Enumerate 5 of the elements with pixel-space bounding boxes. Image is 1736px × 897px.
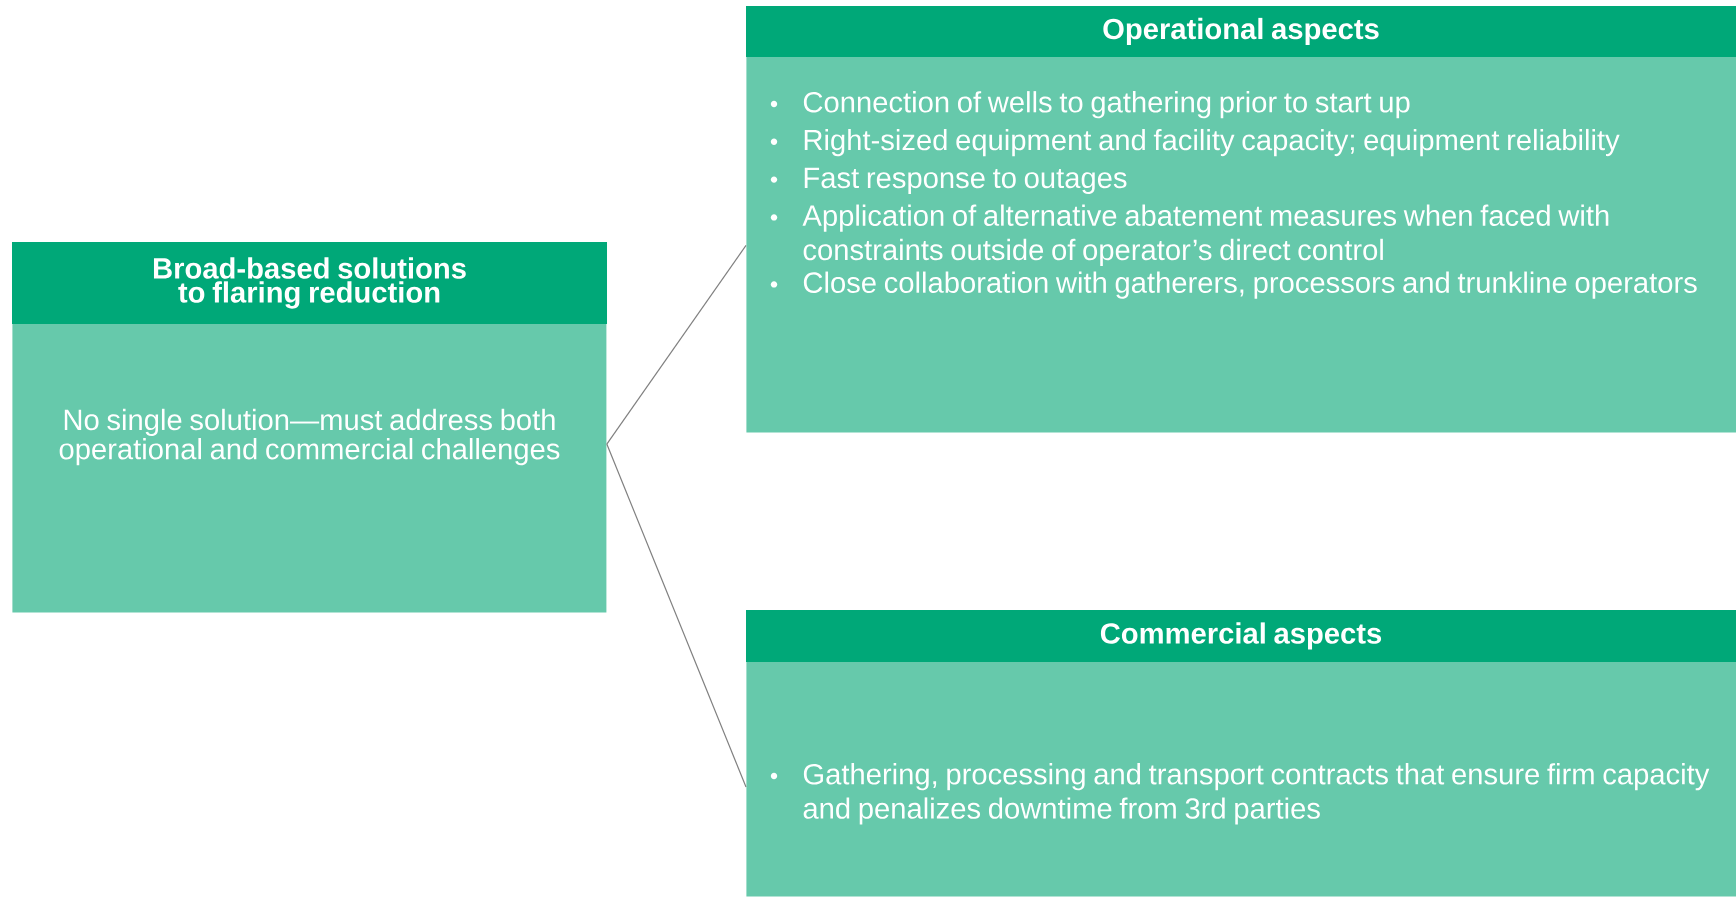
connector-line — [606, 244, 747, 445]
content-card: Broad-based solutions to flaring reduction No single solution—must address both operational and commercial challenges — [12, 242, 607, 613]
content-card: Operational aspects Connection of wells to gathering prior to start up Right-sized equipment and facility capacity; equipment reliability Fast response to outages Application of alternative abatement measures when faced with constraints outside of operator’s direct control Close collaboration with gatherers, processors and trunkline operators — [746, 6, 1736, 433]
content-card: Commercial aspects Gathering, processing and transport contracts that ensure firm capacity and penalizes downtime from 3rd parties — [746, 610, 1736, 897]
connector-line — [606, 443, 747, 788]
